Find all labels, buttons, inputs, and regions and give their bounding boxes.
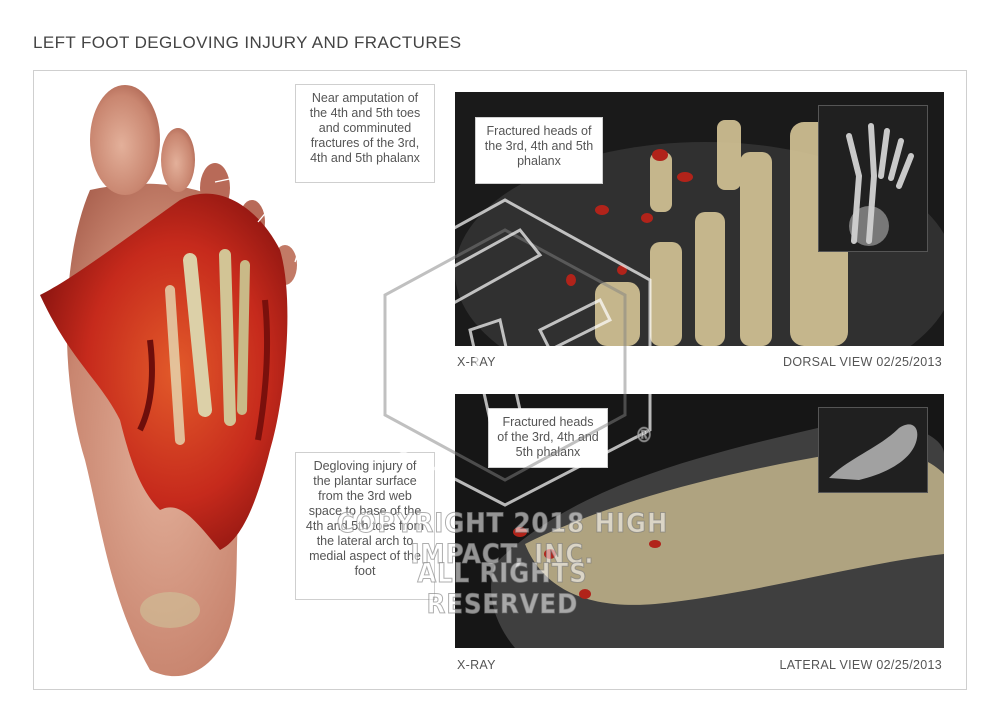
- callout-amputation-text: Near amputation of the 4th and 5th toes …: [309, 91, 421, 165]
- dorsal-xray-thumbnail: [818, 105, 928, 252]
- dorsal-caption-right: DORSAL VIEW 02/25/2013: [783, 355, 942, 369]
- callout-degloving-text: Degloving injury of the plantar surface …: [305, 459, 425, 578]
- illustration-frame: [33, 70, 967, 690]
- page-title: LEFT FOOT DEGLOVING INJURY AND FRACTURES: [33, 33, 462, 52]
- callout-amputation: Near amputation of the 4th and 5th toes …: [295, 84, 435, 183]
- lateral-xray-thumbnail: [818, 407, 928, 493]
- callout-dorsal-fracture: Fractured heads of the 3rd, 4th and 5th …: [475, 117, 603, 184]
- watermark-logo: [358, 198, 652, 507]
- lateral-caption-right: LATERAL VIEW 02/25/2013: [779, 658, 942, 672]
- foot-illustration: [40, 85, 297, 677]
- lateral-caption-left: X-RAY: [457, 658, 496, 672]
- watermark-registered-mark: ®: [635, 423, 654, 448]
- watermark-copyright: COPYRIGHT 2018 HIGH IMPACT, INC.: [336, 508, 669, 571]
- watermark-rights: ALL RIGHTS RESERVED: [417, 558, 588, 621]
- callout-dorsal-fracture-text: Fractured heads of the 3rd, 4th and 5th …: [484, 124, 594, 168]
- callout-degloving: Degloving injury of the plantar surface …: [295, 452, 435, 600]
